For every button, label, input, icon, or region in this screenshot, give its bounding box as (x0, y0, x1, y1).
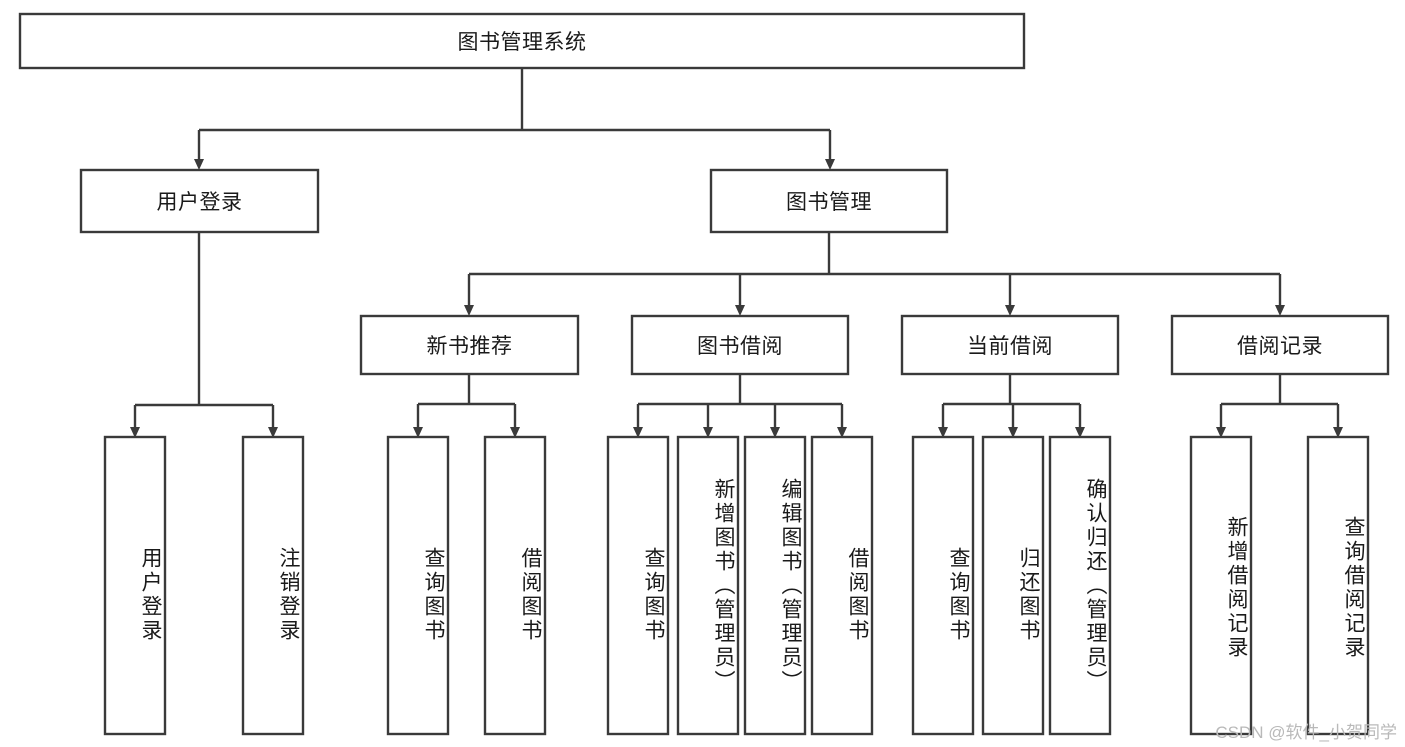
node-box-leaf-current-0[interactable] (911, 435, 975, 736)
node-box-leaf-new-book-1[interactable] (483, 435, 547, 736)
node-box-leaf-borrow-0[interactable] (606, 435, 670, 736)
node-box-new-book-rec[interactable] (359, 314, 580, 376)
node-box-leaf-borrow-2[interactable] (743, 435, 807, 736)
node-box-user-login[interactable] (79, 168, 320, 234)
node-box-current-borrow[interactable] (900, 314, 1120, 376)
node-box-leaf-record-1[interactable] (1306, 435, 1370, 736)
node-box-borrow-record[interactable] (1170, 314, 1390, 376)
node-box-leaf-user-login-1[interactable] (241, 435, 305, 736)
node-box-leaf-current-2[interactable] (1048, 435, 1112, 736)
node-box-book-borrow[interactable] (630, 314, 850, 376)
node-box-root[interactable] (18, 12, 1026, 70)
node-box-leaf-current-1[interactable] (981, 435, 1045, 736)
node-box-leaf-user-login-0[interactable] (103, 435, 167, 736)
node-box-book-manage[interactable] (709, 168, 949, 234)
node-box-leaf-borrow-3[interactable] (810, 435, 874, 736)
node-box-leaf-borrow-1[interactable] (676, 435, 740, 736)
node-box-leaf-record-0[interactable] (1189, 435, 1253, 736)
node-box-leaf-new-book-0[interactable] (386, 435, 450, 736)
